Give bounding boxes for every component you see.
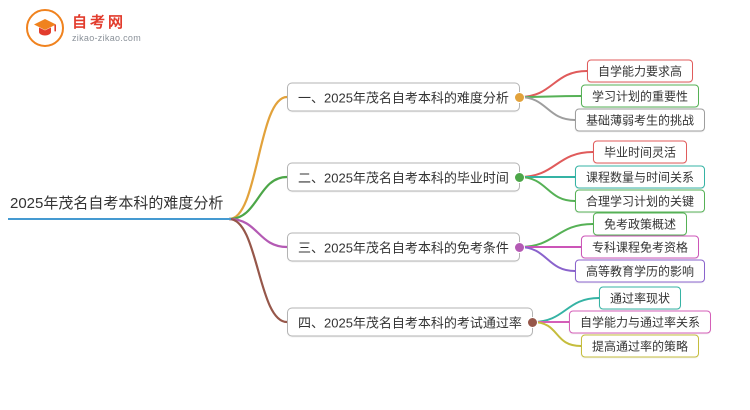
logo-name: 自考网 [72,13,127,31]
sub-topic: 免考政策概述 [592,212,688,236]
branch-label: 一、2025年茂名自考本科的难度分析 [298,90,509,106]
sub-topic: 课程数量与时间关系 [574,165,706,189]
connector-dot [513,241,525,253]
sub-topic: 提高通过率的策略 [580,334,700,358]
connector-dot [526,316,538,328]
branch-label: 四、2025年茂名自考本科的考试通过率 [298,315,522,331]
root-node: 2025年茂名自考本科的难度分析 [8,192,232,220]
graduation-cap-icon [34,19,56,36]
sub-topic: 合理学习计划的关键 [574,189,706,213]
sub-topic: 通过率现状 [598,286,682,310]
branch-topic: 三、2025年茂名自考本科的免考条件 [287,232,525,262]
sub-topic: 专科课程免考资格 [580,235,700,259]
sub-topic: 自学能力要求高 [586,59,694,83]
sub-topic: 高等教育学历的影响 [574,259,706,283]
logo-ring [26,9,64,47]
sub-topic: 基础薄弱考生的挑战 [574,108,706,132]
branch-label: 三、2025年茂名自考本科的免考条件 [298,240,509,256]
sub-topic: 自学能力与通过率关系 [568,310,712,334]
branch-label: 二、2025年茂名自考本科的毕业时间 [298,170,509,186]
sub-topic: 毕业时间灵活 [592,140,688,164]
site-logo[interactable]: 自考网 zikao-zikao.com [26,9,141,47]
logo-domain: zikao-zikao.com [72,32,142,43]
sub-topic: 学习计划的重要性 [580,84,700,108]
branch-topic: 二、2025年茂名自考本科的毕业时间 [287,162,525,192]
connector-dot [513,171,525,183]
connector-dot [513,91,525,103]
branch-topic: 一、2025年茂名自考本科的难度分析 [287,82,525,112]
branch-topic: 四、2025年茂名自考本科的考试通过率 [287,307,538,337]
